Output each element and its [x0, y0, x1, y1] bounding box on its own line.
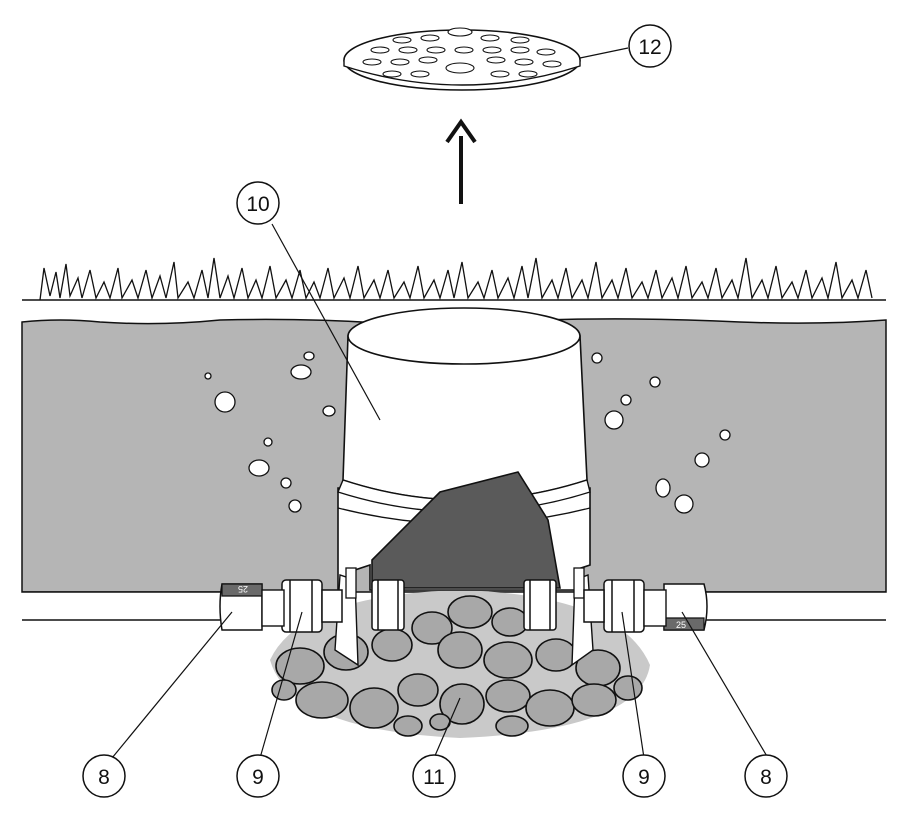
connector-size-left: 25 — [238, 584, 248, 594]
svg-text:9: 9 — [638, 766, 650, 789]
svg-text:9: 9 — [252, 766, 264, 789]
callout-8-right: 8 — [744, 754, 788, 798]
pipe-left — [22, 591, 222, 621]
fitting-left — [281, 579, 343, 633]
leader-lines — [111, 47, 769, 759]
inner-fittings — [371, 579, 557, 631]
svg-text:10: 10 — [246, 193, 269, 216]
callout-12: 12 — [628, 24, 672, 68]
pipe-right — [700, 591, 886, 621]
svg-text:8: 8 — [98, 766, 110, 789]
soil-pebbles — [204, 351, 731, 514]
connector-size-right: 25 — [676, 620, 686, 630]
valve-box-body — [334, 307, 594, 667]
callout-10: 10 — [236, 181, 280, 225]
grass — [39, 257, 873, 301]
svg-text:8: 8 — [760, 766, 772, 789]
callout-8-left: 8 — [82, 754, 126, 798]
connector-left: 25 — [219, 583, 285, 631]
grate — [343, 27, 581, 91]
svg-text:12: 12 — [638, 36, 661, 59]
connector-right: 25 — [643, 583, 708, 631]
callout-9-left: 9 — [236, 754, 280, 798]
svg-text:11: 11 — [423, 766, 445, 789]
callout-9-right: 9 — [622, 754, 666, 798]
arrow-up-icon — [445, 118, 477, 204]
callout-11: 11 — [412, 754, 456, 798]
